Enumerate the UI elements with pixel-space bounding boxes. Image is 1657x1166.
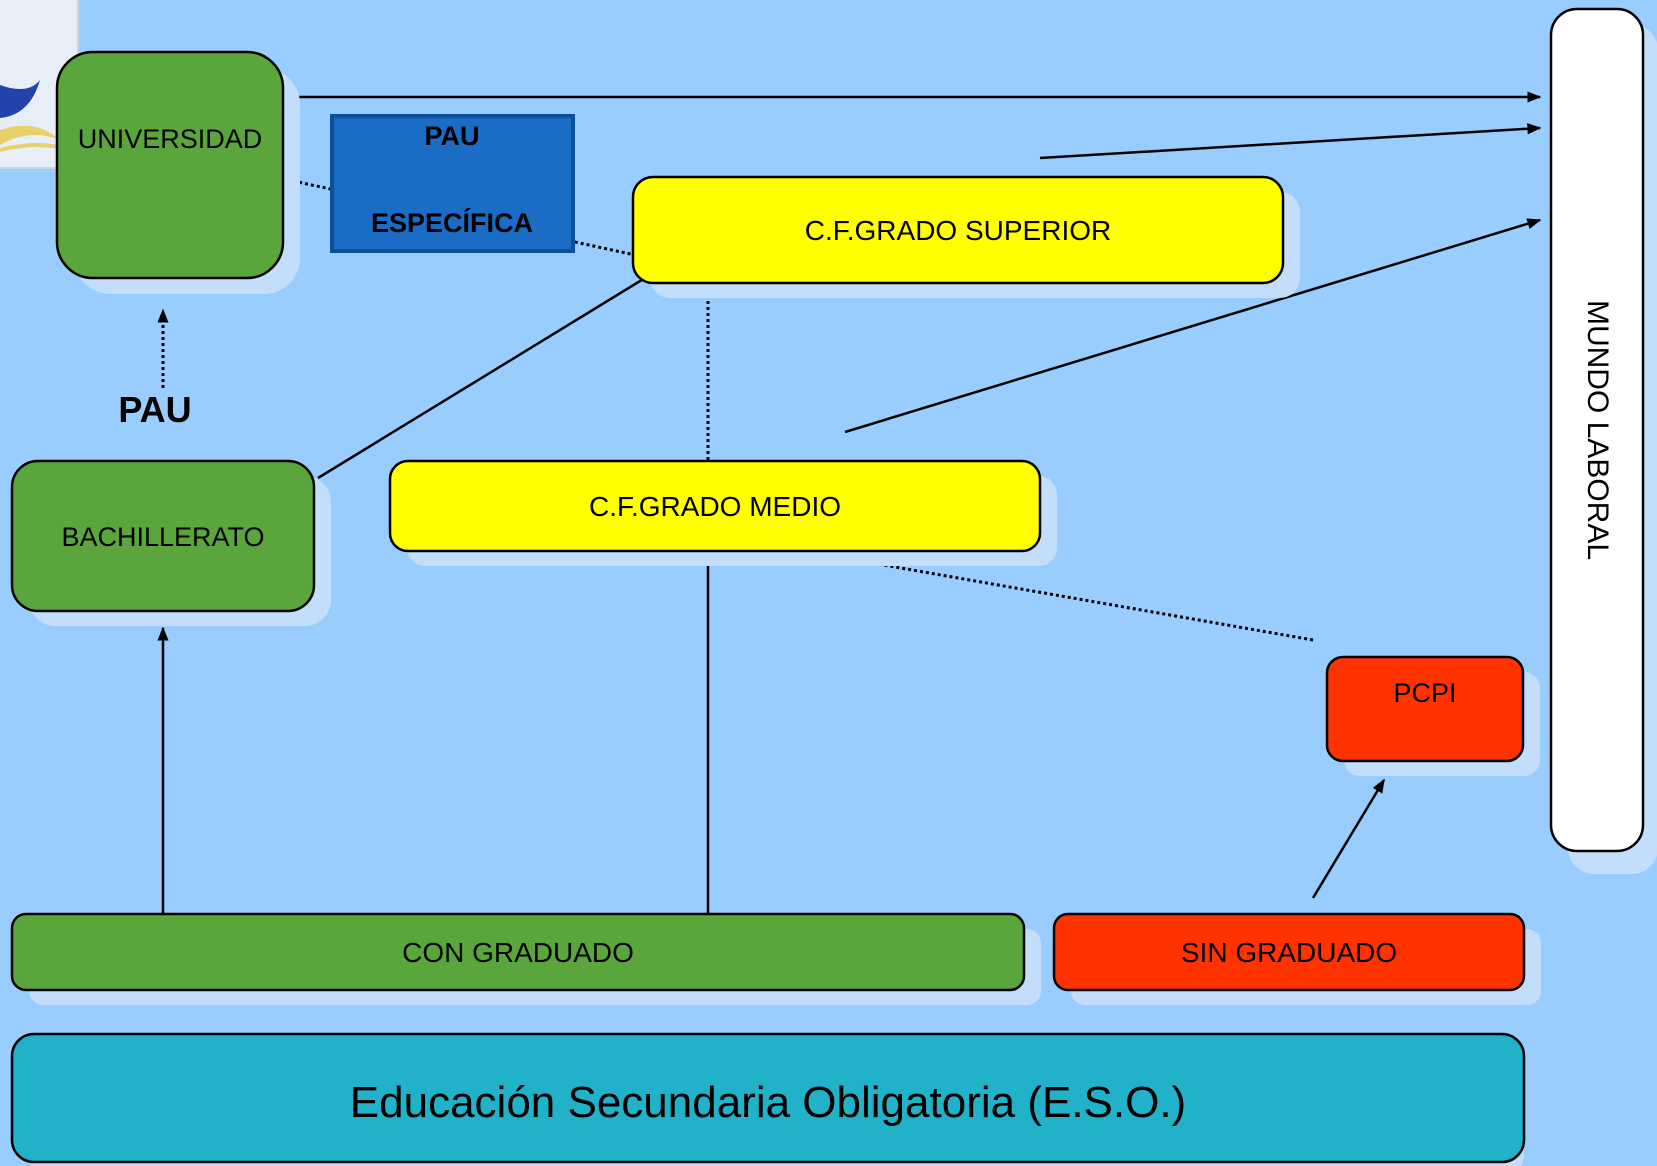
node-con-graduado: CON GRADUADO <box>10 912 1041 1005</box>
node-bachillerato: BACHILLERATO <box>10 459 331 626</box>
node-mundo-laboral: MUNDO LABORAL <box>1549 7 1657 874</box>
node-cf-grado-medio: C.F.GRADO MEDIO <box>388 459 1057 566</box>
connector-cfgm-mundo-laboral <box>844 218 1542 434</box>
connector-cfgs-mundo-laboral <box>1039 123 1542 160</box>
node-pcpi: PCPI <box>1325 655 1540 776</box>
eso-label: Educación Secundaria Obligatoria (E.S.O.… <box>350 1078 1186 1127</box>
cf-grado-superior-label: C.F.GRADO SUPERIOR <box>805 215 1111 246</box>
con-graduado-label: CON GRADUADO <box>402 937 634 968</box>
pau-especifica-label-line2: ESPECÍFICA <box>371 207 533 238</box>
universidad-label: UNIVERSIDAD <box>78 124 263 154</box>
pau-especifica-label-line1: PAU <box>424 121 479 151</box>
node-cf-grado-superior: C.F.GRADO SUPERIOR <box>631 175 1300 298</box>
cf-grado-medio-label: C.F.GRADO MEDIO <box>589 491 841 522</box>
connector-singraduado-pcpi <box>1311 778 1386 899</box>
connector-pcpi-cfgm <box>813 549 1314 642</box>
bachillerato-label: BACHILLERATO <box>61 522 264 552</box>
sin-graduado-label: SIN GRADUADO <box>1181 937 1397 968</box>
connectors <box>157 91 1542 913</box>
node-sin-graduado: SIN GRADUADO <box>1052 912 1541 1005</box>
node-universidad: UNIVERSIDAD <box>55 50 300 294</box>
node-eso: Educación Secundaria Obligatoria (E.S.O.… <box>10 1032 1526 1166</box>
pau-label: PAU <box>118 389 191 430</box>
mundo-laboral-label: MUNDO LABORAL <box>1581 300 1614 560</box>
connector-bachillerato-cfgs <box>317 265 665 480</box>
node-pau-especifica: PAU ESPECÍFICA <box>330 114 575 253</box>
pcpi-label: PCPI <box>1393 678 1456 708</box>
